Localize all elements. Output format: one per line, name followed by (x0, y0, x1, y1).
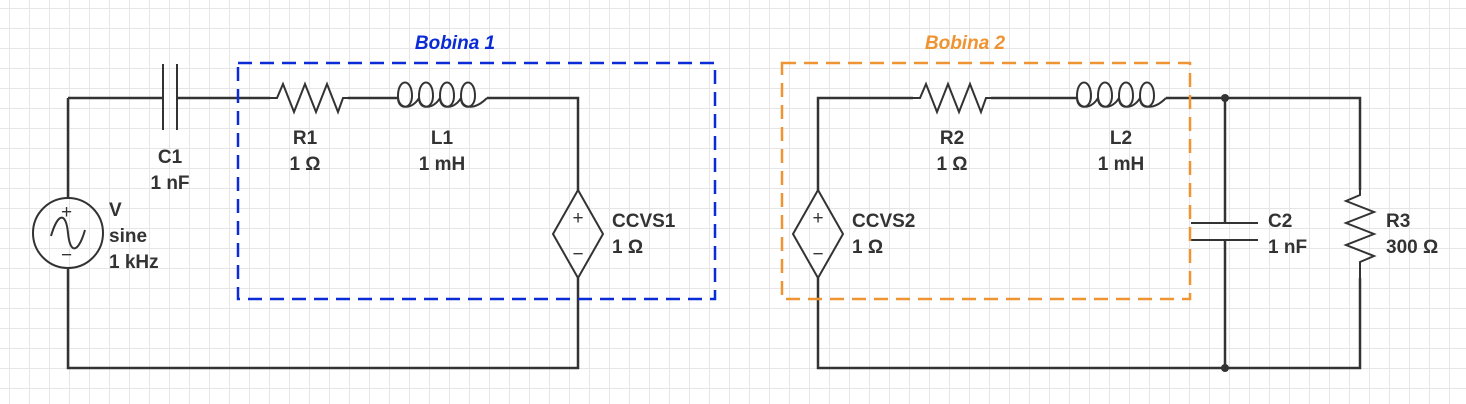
r3-value-label: 300 Ω (1386, 237, 1438, 258)
junction-dot-top (1221, 94, 1229, 102)
l1-name-label: L1 (431, 128, 454, 149)
circuit-2-wires (816, 96, 1362, 370)
ccvs2-minus-sign: − (812, 244, 823, 265)
wire-l2-r3 (1166, 96, 1362, 190)
wire-ccvs2-top (816, 96, 913, 190)
voltage-source: + − (32, 197, 104, 269)
ccvs2-diamond (791, 187, 845, 281)
ccvs1-diamond (551, 187, 605, 281)
inductor-l1 (396, 81, 488, 108)
source-type-label: sine (109, 226, 147, 247)
r3-name-label: R3 (1386, 211, 1410, 232)
bobina1-box (236, 61, 717, 301)
inductor-l2 (1075, 81, 1167, 108)
bobina2-title: Bobina 2 (925, 33, 1006, 54)
ccvs1-value-label: 1 Ω (612, 237, 643, 258)
bobina1-title: Bobina 1 (415, 33, 495, 54)
r1-value-label: 1 Ω (289, 154, 320, 175)
c1-value-label: 1 nF (150, 173, 189, 194)
bobina2-box (780, 61, 1192, 301)
circuit-1-wires (66, 96, 580, 370)
c2-name-label: C2 (1268, 211, 1292, 232)
source-plus-sign: + (61, 202, 72, 223)
resistor-r3 (1343, 190, 1377, 278)
ccvs1-plus-sign: + (572, 208, 583, 229)
ccvs2-value-label: 1 Ω (852, 237, 883, 258)
wire-source-to-c1 (66, 96, 580, 370)
l2-value-label: 1 mH (1098, 154, 1144, 175)
c1-name-label: C1 (158, 147, 183, 168)
ccvs1-minus-sign: − (572, 244, 583, 265)
capacitor-c2 (1191, 222, 1258, 241)
ccvs2-name-label: CCVS2 (852, 211, 915, 232)
ccvs2-source: + − (791, 187, 845, 281)
l2-name-label: L2 (1110, 128, 1132, 149)
capacitor-c1 (162, 64, 178, 130)
source-minus-sign: − (61, 245, 72, 266)
source-freq-label: 1 kHz (109, 252, 159, 273)
sine-wave-icon (50, 216, 86, 250)
resistor-r2 (913, 81, 991, 115)
wire-bottom-loop (816, 278, 1362, 370)
voltage-source-circle (32, 197, 104, 269)
junction-dot-bottom (1221, 364, 1229, 372)
source-name-label: V (109, 200, 122, 221)
r2-name-label: R2 (940, 128, 964, 149)
r1-name-label: R1 (293, 128, 318, 149)
resistor-r1 (270, 81, 348, 115)
ccvs2-plus-sign: + (812, 208, 823, 229)
ccvs1-source: + − (551, 187, 605, 281)
r2-value-label: 1 Ω (936, 154, 967, 175)
l1-value-label: 1 mH (419, 154, 465, 175)
c2-value-label: 1 nF (1268, 237, 1307, 258)
wire-l1-ccvs1 (487, 96, 580, 190)
ccvs1-name-label: CCVS1 (612, 211, 676, 232)
